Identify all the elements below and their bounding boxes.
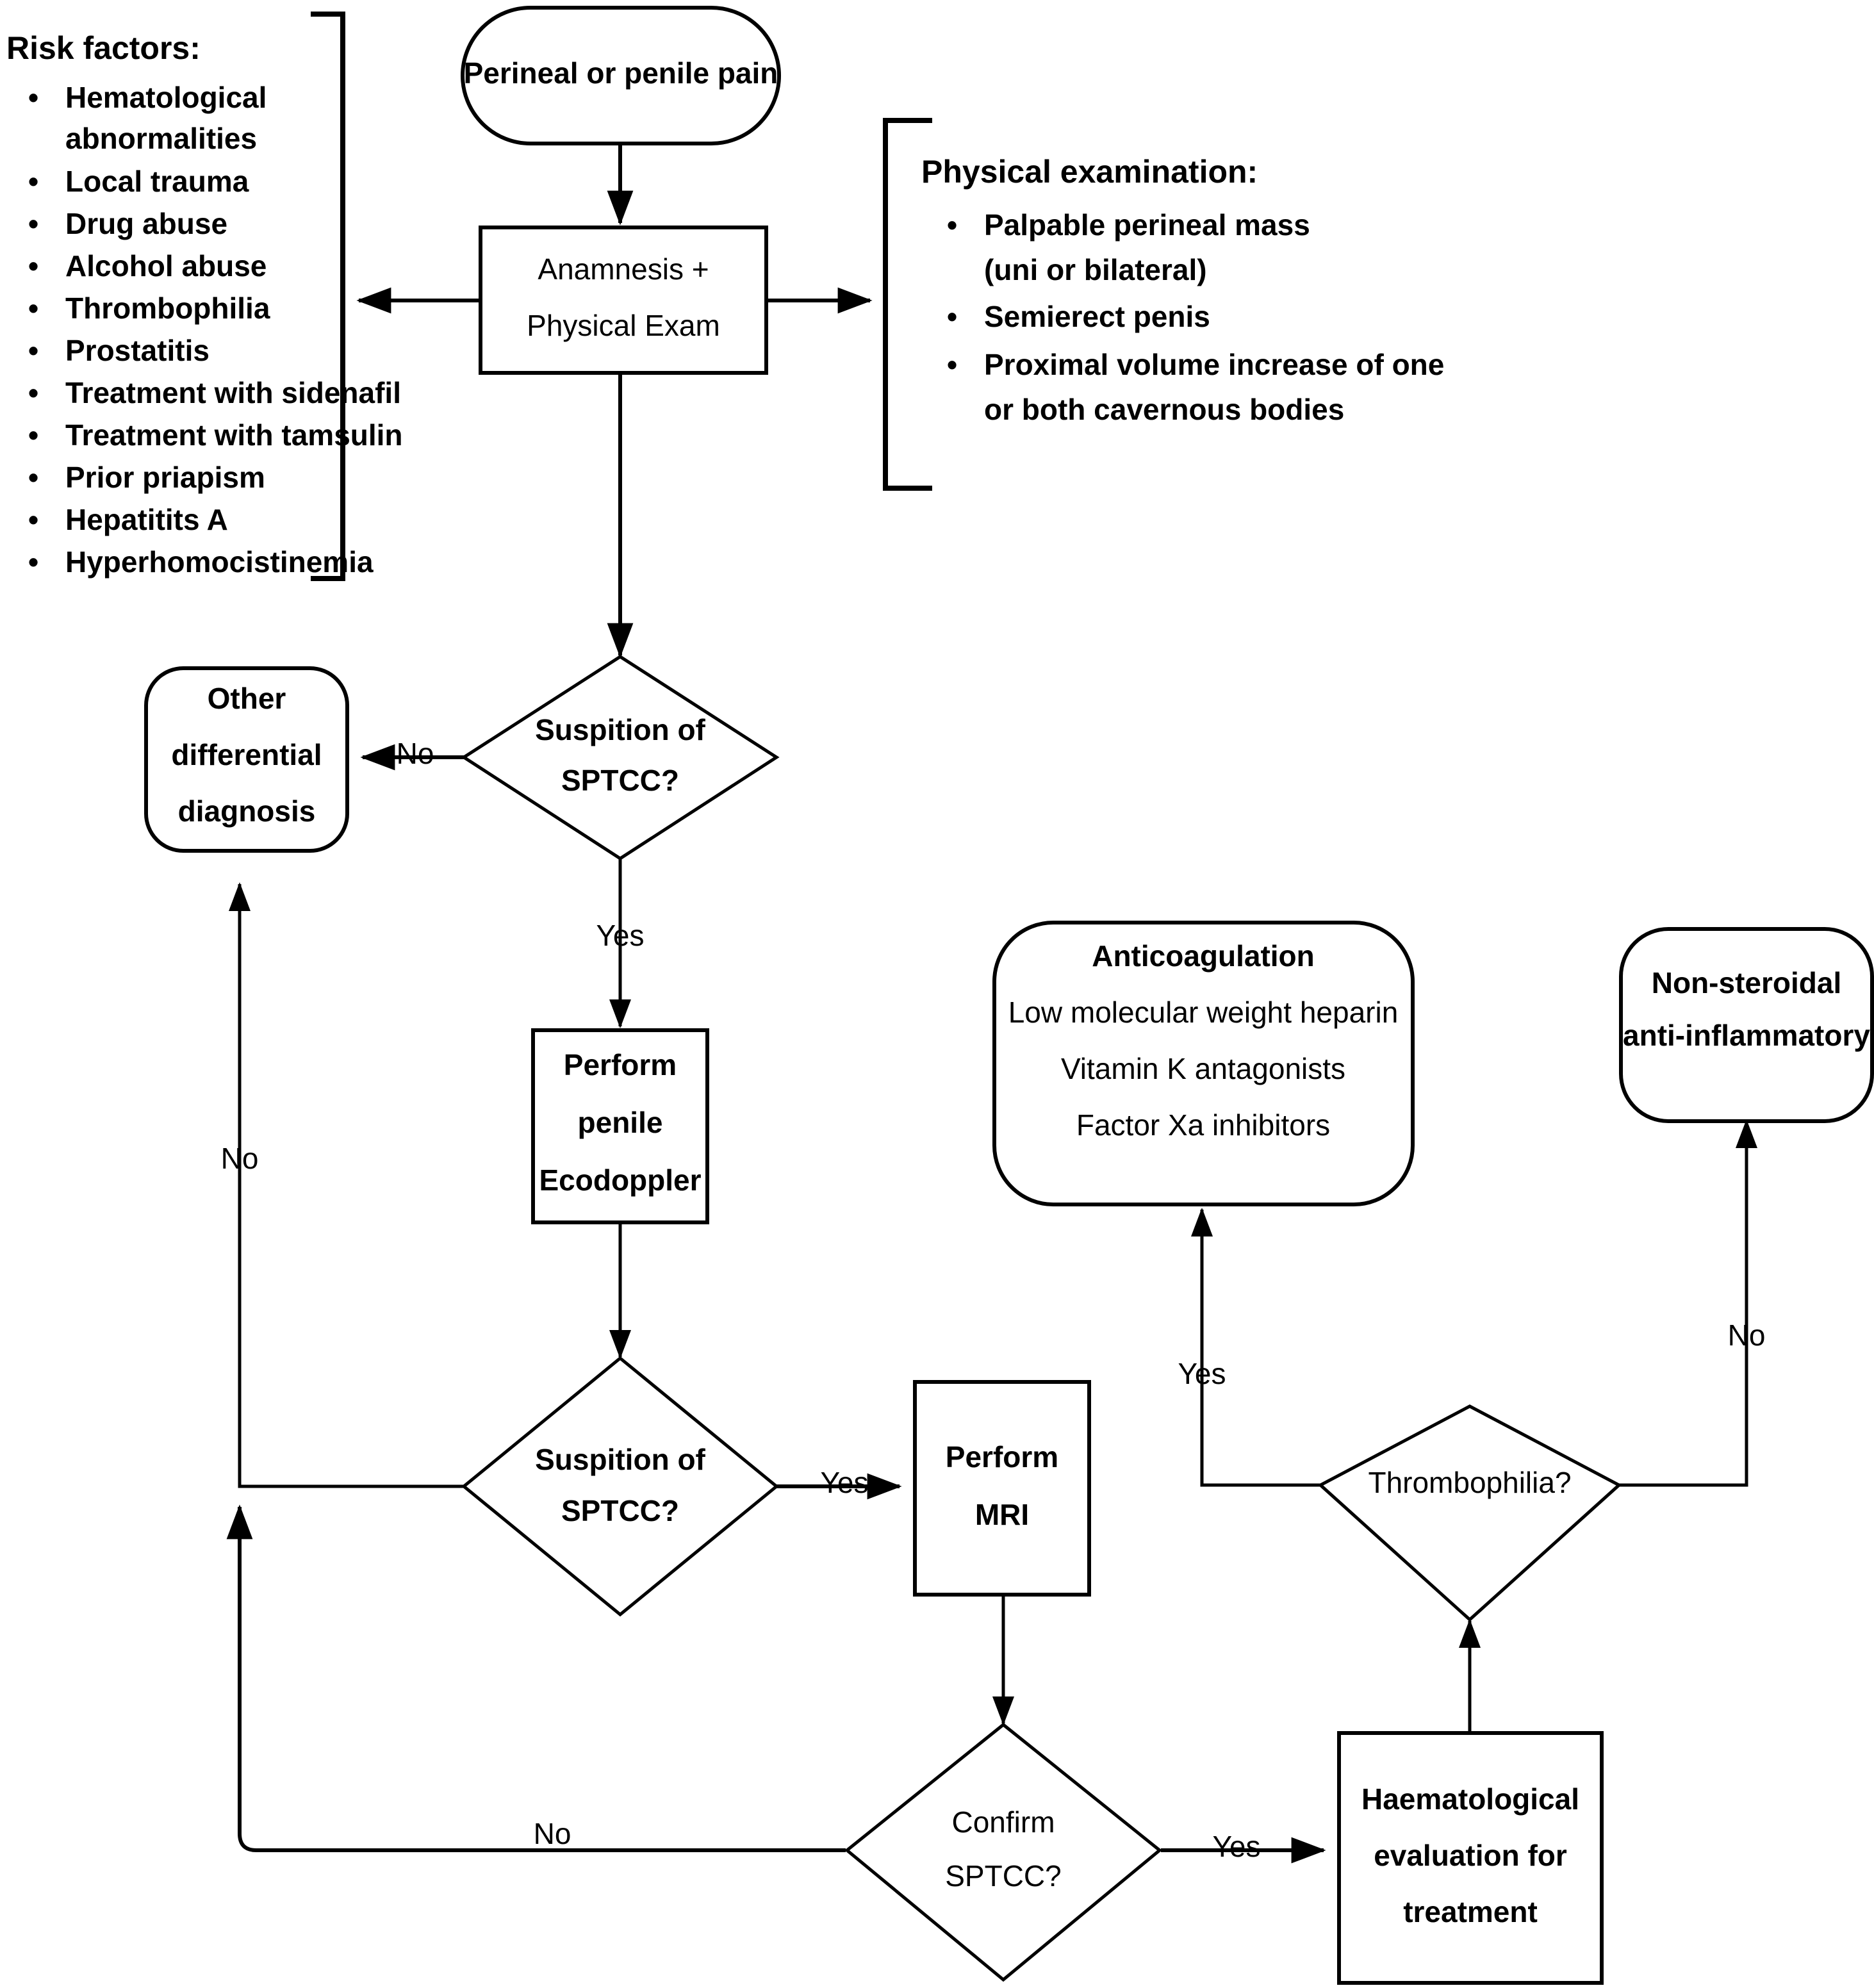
bullet-icon: • xyxy=(28,81,38,114)
node-perform-mri[interactable]: Perform MRI xyxy=(913,1380,1091,1597)
bullet-icon: • xyxy=(28,376,38,409)
node-anticoagulation[interactable]: Anticoagulation Low molecular weight hep… xyxy=(992,921,1415,1206)
risk-factors-heading: Risk factors: xyxy=(6,30,201,66)
bullet-icon: • xyxy=(28,207,38,240)
node-anticoagulation-title: Anticoagulation xyxy=(1092,939,1315,973)
node-ecodoppler-line1: Perform xyxy=(564,1048,677,1081)
node-nsaid-line1: Non-steroidal xyxy=(1652,966,1841,999)
risk-factors-bracket xyxy=(311,12,345,581)
node-non-steroidal-anti-inflammatory[interactable]: Non-steroidal anti-inflammatory xyxy=(1619,927,1874,1123)
physical-exam-bracket xyxy=(883,118,932,491)
exam-item-2-line1: Proximal volume increase of one xyxy=(984,348,1444,381)
node-anamnesis[interactable]: Anamnesis + Physical Exam xyxy=(479,226,768,375)
risk-item-7-line1: Treatment with tamsulin xyxy=(65,418,403,452)
edge-label-suspicion1-no: No xyxy=(397,737,434,770)
node-suspicion2-line2: SPTCC? xyxy=(561,1494,679,1527)
node-suspicion1-line2: SPTCC? xyxy=(561,764,679,797)
node-start-label: Perineal or penile pain xyxy=(464,56,778,90)
bullet-icon: • xyxy=(28,292,38,325)
risk-item-4-line1: Thrombophilia xyxy=(65,292,270,325)
node-start[interactable]: Perineal or penile pain xyxy=(461,6,781,145)
risk-item-10-line1: Hyperhomocistinemia xyxy=(65,545,374,579)
bullet-icon: • xyxy=(28,165,38,198)
exam-item-0-line1: Palpable perineal mass xyxy=(984,208,1310,242)
node-anticoagulation-line2: Vitamin K antagonists xyxy=(1061,1052,1345,1085)
bullet-icon: • xyxy=(947,208,957,242)
edge-label-suspicion2-yes: Yes xyxy=(820,1466,868,1499)
bullet-icon: • xyxy=(28,545,38,579)
bullet-icon: • xyxy=(28,418,38,452)
risk-item-5-line1: Prostatitis xyxy=(65,334,210,367)
exam-item-1-line1: Semierect penis xyxy=(984,300,1210,333)
edge-suspicion2-no-to-other-dx xyxy=(229,882,463,1488)
edge-label-other-dx-no: No xyxy=(221,1142,259,1175)
node-suspicion1-line1: Suspition of xyxy=(535,713,705,746)
node-suspicion-of-sptcc-2[interactable]: Suspition of SPTCC? xyxy=(461,1356,779,1617)
node-haem-line1: Haematological xyxy=(1361,1782,1579,1816)
edge-label-confirm-yes: Yes xyxy=(1212,1830,1260,1863)
risk-item-2-line1: Drug abuse xyxy=(65,207,227,240)
node-ecodoppler-line2: penile xyxy=(578,1106,663,1139)
node-haem-line2: evaluation for xyxy=(1374,1839,1567,1872)
edge-confirm-no-to-other-dx xyxy=(226,1504,846,1852)
node-mri-line1: Perform xyxy=(946,1440,1058,1474)
risk-item-0-line2: abnormalities xyxy=(65,122,257,155)
node-anticoagulation-line3: Factor Xa inhibitors xyxy=(1076,1108,1330,1142)
bullet-icon: • xyxy=(28,249,38,283)
node-haem-line3: treatment xyxy=(1403,1895,1538,1928)
node-anamnesis-line1: Anamnesis + xyxy=(538,252,709,286)
node-ecodoppler-line3: Ecodoppler xyxy=(539,1163,701,1197)
node-thrombophilia[interactable]: Thrombophilia? xyxy=(1317,1404,1622,1622)
risk-item-1-line1: Local trauma xyxy=(65,165,249,198)
node-suspicion-of-sptcc-1[interactable]: Suspition of SPTCC? xyxy=(461,655,780,860)
edge-label-thrombophilia-no: No xyxy=(1728,1318,1766,1352)
risk-item-8-line1: Prior priapism xyxy=(65,461,265,494)
edge-thrombophilia-no-to-nsaid xyxy=(1618,1119,1757,1487)
node-other-differential-diagnosis[interactable]: Other differential diagnosis xyxy=(144,666,349,853)
bullet-icon: • xyxy=(28,334,38,367)
bullet-icon: • xyxy=(28,503,38,536)
node-thrombophilia-label: Thrombophilia? xyxy=(1368,1466,1571,1499)
bullet-icon: • xyxy=(947,300,957,333)
node-other-dx-line2: differential xyxy=(171,738,322,771)
node-haematological-evaluation[interactable]: Haematological evaluation for treatment xyxy=(1337,1731,1604,1985)
node-confirm-line2: SPTCC? xyxy=(945,1859,1061,1893)
exam-item-0-line2: (uni or bilateral) xyxy=(984,253,1207,286)
node-other-dx-line3: diagnosis xyxy=(178,794,316,828)
edge-label-suspicion1-yes: Yes xyxy=(596,919,644,952)
risk-item-0-line1: Hematological xyxy=(65,81,267,114)
risk-item-3-line1: Alcohol abuse xyxy=(65,249,267,283)
physical-exam-panel: Physical examination: • Palpable perinea… xyxy=(921,154,1444,426)
risk-factors-panel: Risk factors: • Hematological abnormalit… xyxy=(6,30,403,579)
node-confirm-sptcc[interactable]: Confirm SPTCC? xyxy=(844,1722,1162,1982)
edge-label-confirm-no: No xyxy=(534,1817,571,1850)
node-confirm-line1: Confirm xyxy=(951,1805,1055,1839)
risk-item-9-line1: Hepatitits A xyxy=(65,503,228,536)
node-nsaid-line2: anti-inflammatory xyxy=(1623,1019,1870,1052)
node-mri-line2: MRI xyxy=(975,1498,1029,1531)
node-anamnesis-line2: Physical Exam xyxy=(527,309,720,342)
risk-item-6-line1: Treatment with sidenafil xyxy=(65,376,401,409)
edge-label-thrombophilia-yes: Yes xyxy=(1178,1357,1226,1390)
bullet-icon: • xyxy=(947,348,957,381)
node-perform-penile-ecodoppler[interactable]: Perform penile Ecodoppler xyxy=(531,1028,709,1224)
exam-item-2-line2: or both cavernous bodies xyxy=(984,393,1344,426)
edge-thrombophilia-yes-to-anticoagulation xyxy=(1191,1207,1322,1487)
physical-exam-heading: Physical examination: xyxy=(921,154,1258,190)
node-other-dx-line1: Other xyxy=(208,682,286,715)
node-anticoagulation-line1: Low molecular weight heparin xyxy=(1008,996,1399,1029)
node-suspicion2-line1: Suspition of xyxy=(535,1443,705,1476)
bullet-icon: • xyxy=(28,461,38,494)
